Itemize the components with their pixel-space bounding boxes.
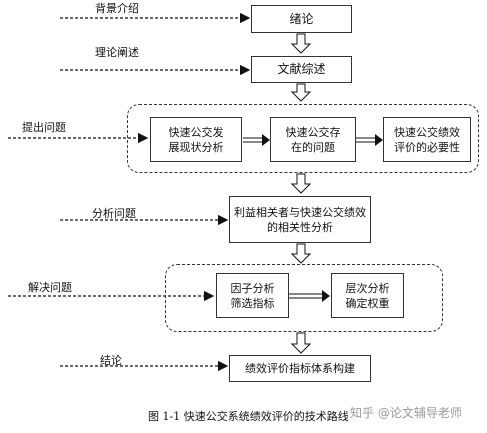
label-conclusion: 结论 [100, 354, 122, 367]
box-brt-status-analysis: 快速公交发展现状分析 [150, 117, 242, 162]
label-solve-problem: 解决问题 [28, 281, 72, 294]
down-arrow-3 [290, 173, 312, 194]
right-arrow-3 [322, 290, 330, 302]
box-ahp-weights: 层次分析确定权重 [331, 273, 404, 318]
label-background: 背景介绍 [95, 2, 139, 15]
box-indicator-system: 绩效评价指标体系构建 [229, 355, 371, 382]
right-arrow-1 [262, 134, 270, 146]
right-arrow-2 [375, 134, 383, 146]
box-stakeholder-correlation: 利益相关者与快速公交绩效的相关性分析 [229, 196, 371, 243]
group-solve-problem [165, 264, 443, 332]
watermark: 知乎 @论文辅导老师 [350, 406, 462, 420]
down-arrow-5 [290, 332, 312, 354]
figure-caption: 图 1-1 快速公交系统绩效评价的技术路线 [148, 410, 349, 423]
box-factor-analysis: 因子分析筛选指标 [216, 273, 289, 318]
group-propose-problem [127, 104, 479, 173]
box-introduction: 绪论 [251, 5, 352, 33]
down-arrow-4 [290, 243, 312, 264]
down-arrow-1 [290, 33, 312, 54]
label-theory: 理论阐述 [95, 46, 139, 59]
box-brt-problems: 快速公交存在的问题 [270, 117, 356, 162]
label-analyze-problem: 分析问题 [92, 207, 136, 220]
label-propose-problem: 提出问题 [22, 121, 66, 134]
down-arrow-2 [290, 83, 312, 102]
box-literature-review: 文献综述 [251, 56, 352, 83]
box-evaluation-necessity: 快速公交绩效评价的必要性 [383, 117, 471, 162]
